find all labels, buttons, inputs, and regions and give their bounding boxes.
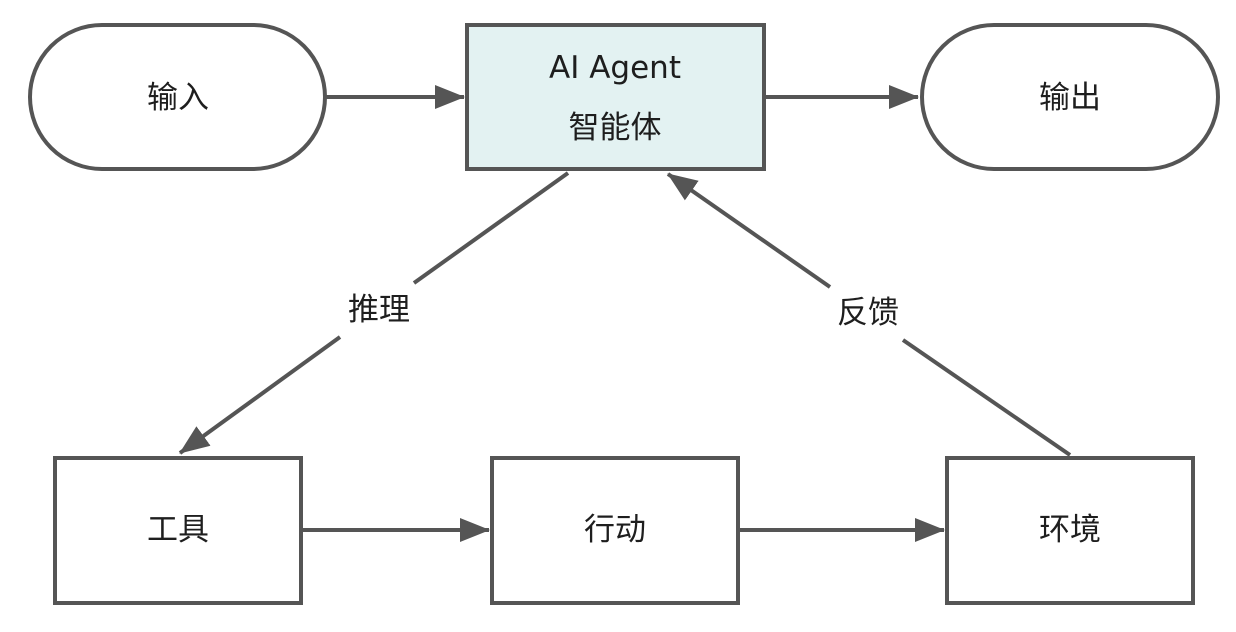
node-output-label: 输出 (1039, 80, 1101, 116)
node-environment: 环境 (945, 456, 1195, 605)
node-agent-shape (465, 23, 766, 171)
node-action: 行动 (490, 456, 740, 605)
edge-label-feedback: 反馈 (837, 295, 899, 331)
node-input-shape (28, 23, 327, 171)
node-output: 输出 (920, 23, 1220, 171)
node-input: 输入 (28, 23, 327, 171)
edge-environment-to-agent-upper (666, 172, 832, 289)
node-tools-label: 工具 (147, 512, 209, 548)
node-tools-shape (53, 456, 303, 605)
edge-agent-to-tools-upper (412, 171, 570, 285)
edge-agent-to-tools-lower (178, 335, 342, 455)
node-agent: AI Agent 智能体 (465, 23, 766, 171)
edges (178, 85, 1072, 542)
node-action-shape (490, 456, 740, 605)
node-output-shape (920, 23, 1220, 171)
node-environment-shape (945, 456, 1195, 605)
node-environment-label: 环境 (1039, 512, 1101, 548)
node-tools: 工具 (53, 456, 303, 605)
node-agent-title: AI Agent (549, 50, 681, 86)
edge-environment-to-agent-lower (901, 338, 1072, 457)
edge-label-reasoning: 推理 (348, 292, 410, 328)
node-agent-subtitle: 智能体 (569, 110, 662, 146)
node-action-label: 行动 (584, 512, 646, 548)
node-input-label: 输入 (147, 80, 209, 116)
